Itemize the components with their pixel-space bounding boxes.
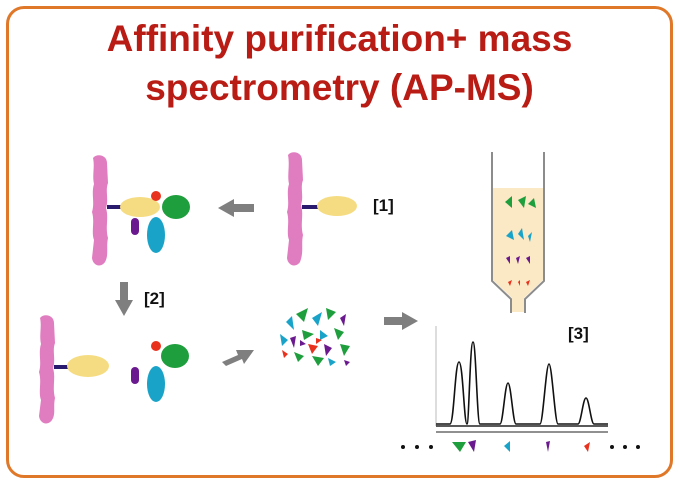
lc-column: [491, 152, 545, 313]
chromatogram: [435, 326, 608, 433]
step-label-3: [3]: [568, 324, 589, 343]
eluted-proteins: [131, 341, 189, 402]
green-prey-protein: [162, 195, 190, 219]
title-line-2: spectrometry (AP-MS): [145, 67, 534, 108]
purple-prey-protein: [131, 218, 139, 235]
bead-after-elution: [39, 315, 109, 424]
bait-protein: [67, 355, 109, 377]
arrow-right: [384, 312, 418, 330]
peptide-fragments: [280, 308, 350, 366]
affinity-bead: [39, 315, 55, 424]
green-prey-protein: [161, 344, 189, 368]
diagram-title: Affinity purification+ mass spectrometry…: [0, 14, 679, 112]
blue-prey-protein: [147, 217, 165, 253]
blue-prey-protein: [147, 366, 165, 402]
red-prey-protein: [151, 191, 161, 201]
bait-protein: [317, 196, 357, 216]
column-fill: [493, 188, 543, 312]
step-label-2: [2]: [144, 289, 165, 308]
column-outline: [491, 152, 545, 313]
affinity-bead: [287, 152, 303, 266]
red-prey-protein: [151, 341, 161, 351]
step-label-1: [1]: [373, 196, 394, 215]
purple-prey-protein: [131, 367, 139, 384]
affinity-bead: [92, 155, 108, 266]
bait-protein: [120, 197, 160, 217]
bead-with-complex: [92, 155, 190, 266]
arrow-down: [115, 282, 133, 316]
arrow-left: [218, 199, 254, 217]
peptide-markers: [401, 440, 640, 452]
arrow-diagonal: [222, 350, 254, 366]
chromatogram-trace: [436, 341, 608, 425]
title-line-1: Affinity purification+ mass: [106, 18, 573, 59]
bead-with-bait-step1: [287, 152, 357, 266]
diagram-frame: [6, 6, 673, 478]
